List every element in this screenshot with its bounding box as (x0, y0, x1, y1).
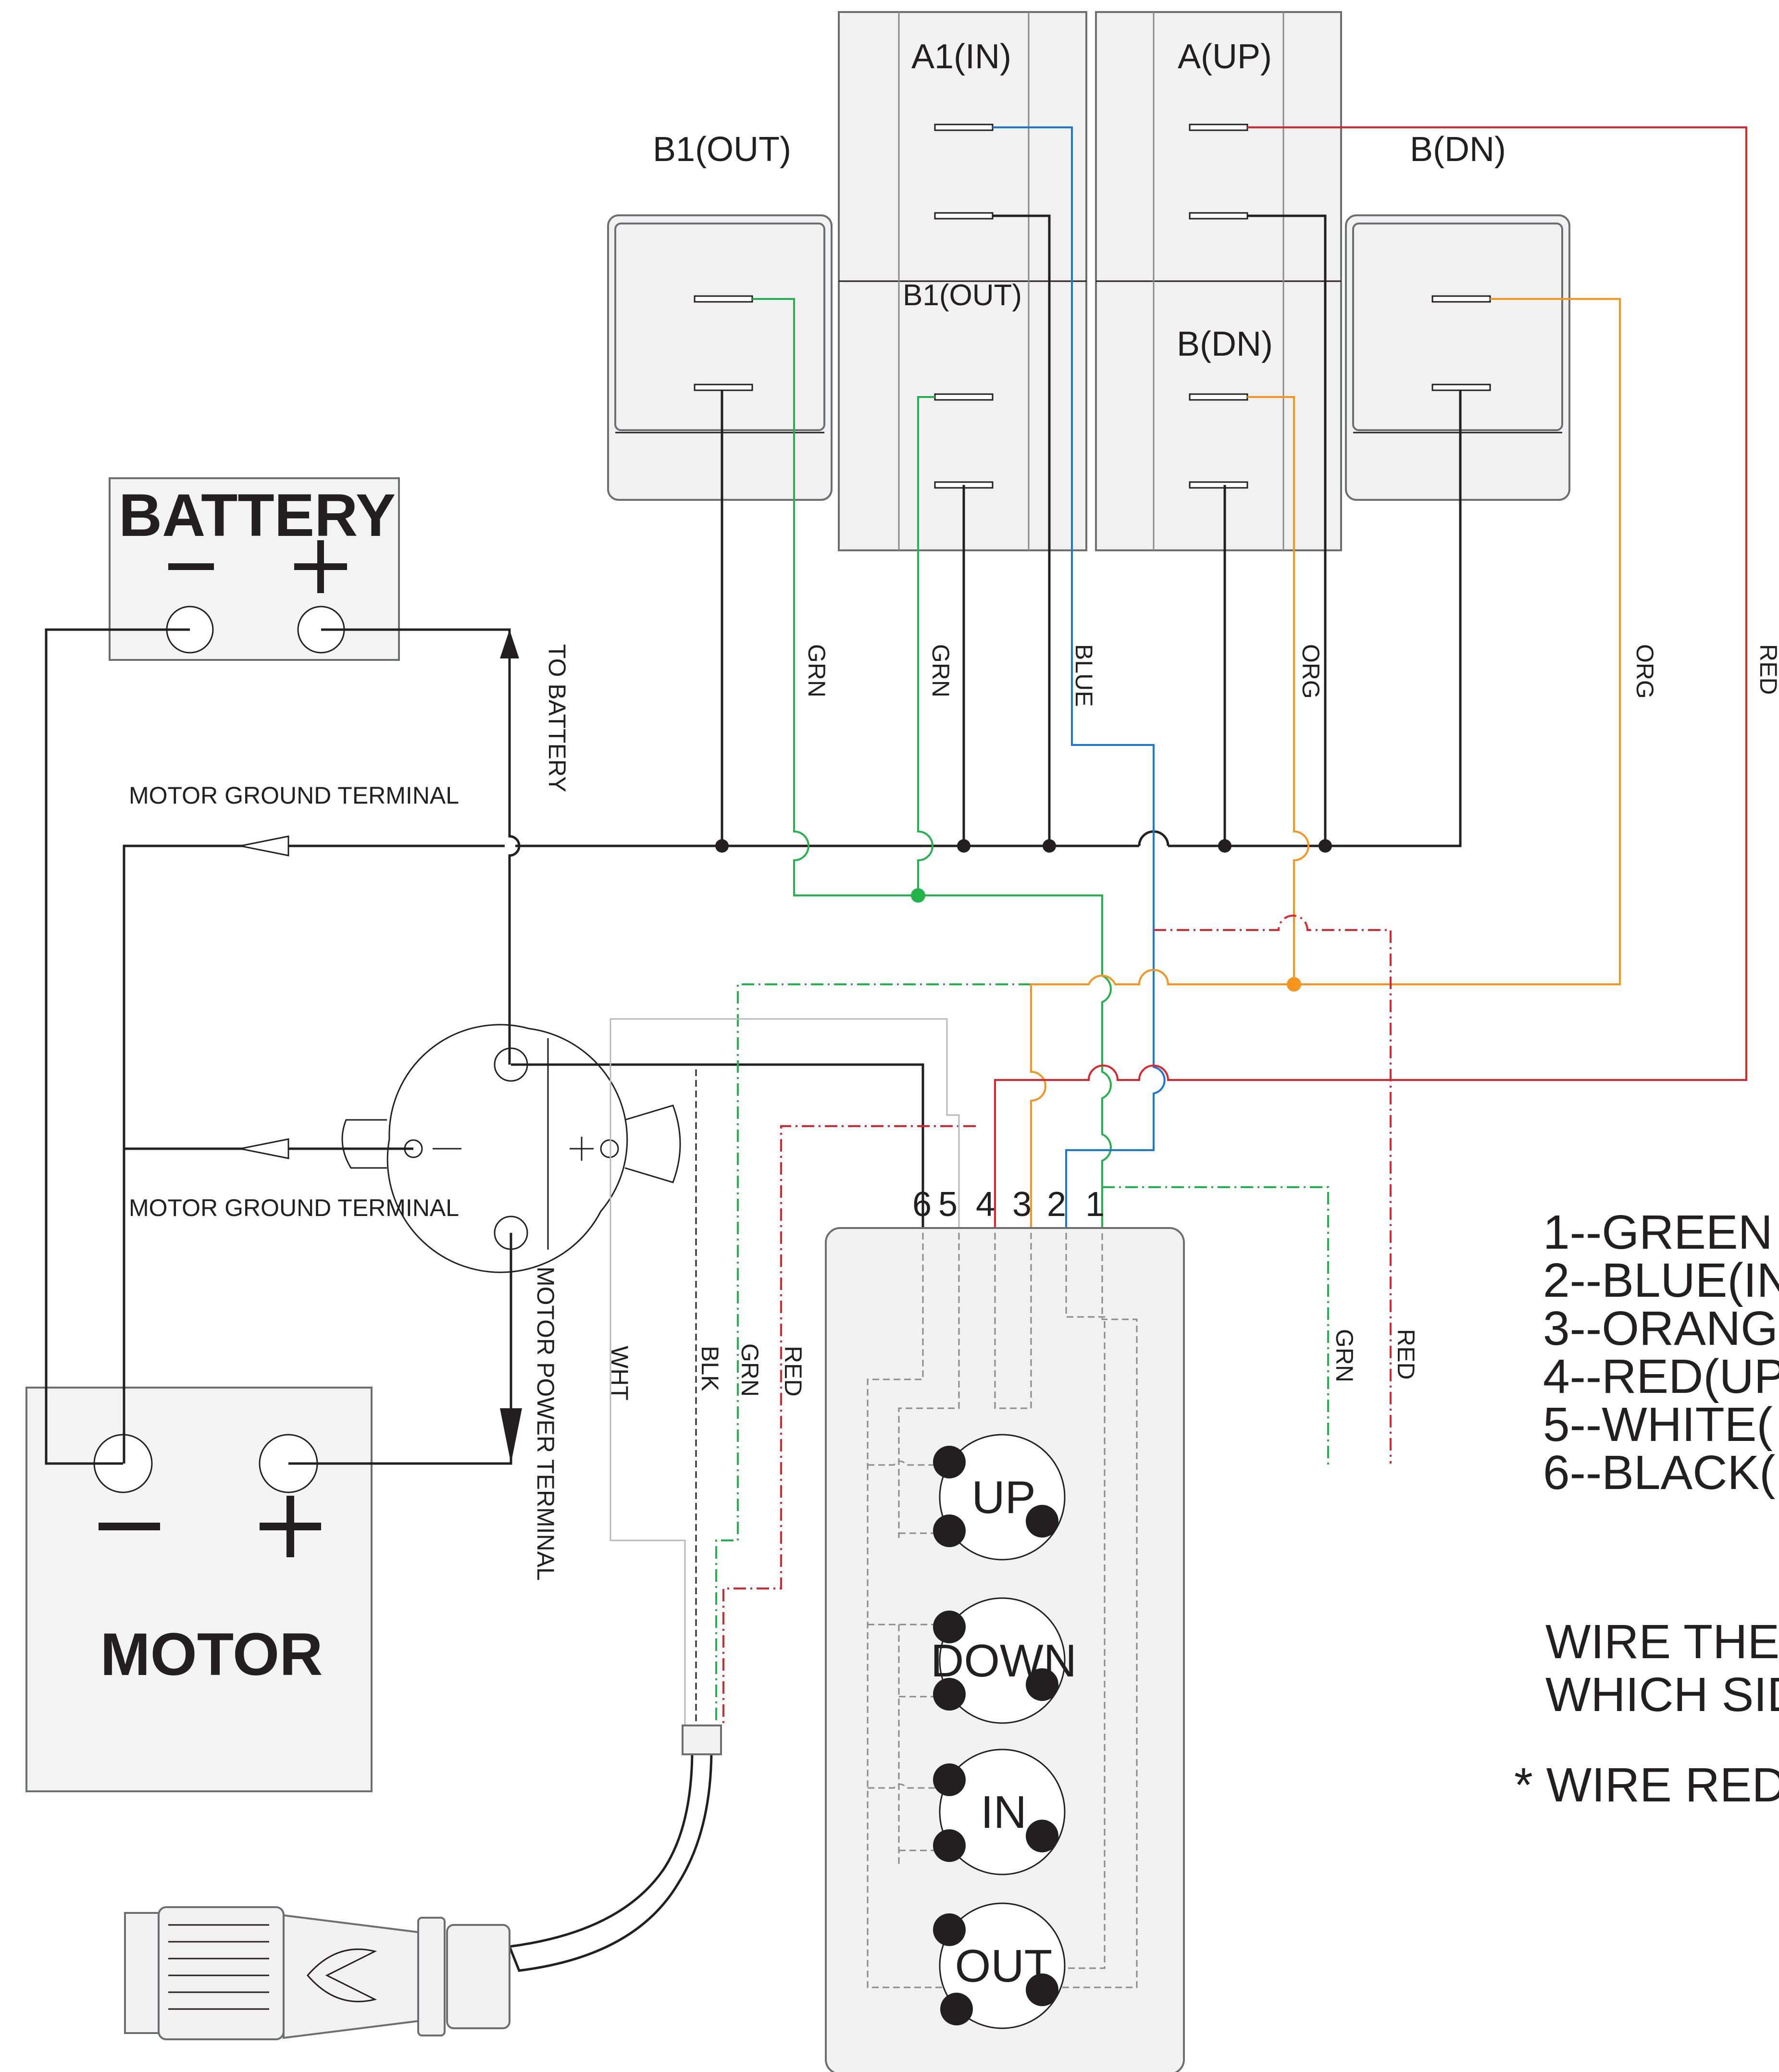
white-black-remote-wiring (508, 1018, 960, 1972)
wire-label-grn-c: GRN (736, 1343, 763, 1397)
motor-ground-terminal-label-top: MOTOR GROUND TERMINAL (129, 782, 459, 809)
relay-label-b1-out-mid: B1(OUT) (903, 279, 1022, 312)
switch-block-center-right (1095, 11, 1342, 551)
relay-label-b1-out-left: B1(OUT) (653, 130, 791, 169)
note-line-3: * WIRE RED (1514, 1758, 1779, 1812)
wire-label-org-a: ORG (1297, 644, 1324, 699)
legend-line-3: 3--ORANG (1543, 1302, 1778, 1355)
wire-color-legend: 1--GREEN 2--BLUE(IN 3--ORANG 4--RED(UP 5… (1543, 1205, 1779, 1500)
relay-label-a1-in: A1(IN) (911, 37, 1011, 76)
solenoid-coil-terminal (600, 1139, 619, 1158)
battery-plus-sign-v (317, 540, 324, 593)
orange-wiring (1030, 298, 1621, 1233)
relay-label-a-up: A(UP) (1178, 37, 1272, 76)
relay-label-b-dn-right: B(DN) (1410, 130, 1506, 169)
green-wiring (715, 298, 1329, 1725)
switch-block-left (607, 214, 833, 501)
battery: BATTERY (109, 477, 400, 661)
button-label-in: IN (981, 1787, 1027, 1838)
to-battery-label: TO BATTERY (544, 644, 571, 792)
switch-block-center-left (838, 11, 1087, 551)
motor-power-terminal-label: MOTOR POWER TERMINAL (532, 1266, 559, 1581)
wire-label-blue: BLUE (1070, 644, 1097, 707)
wire-label-org-b: ORG (1631, 644, 1658, 699)
pendant-button-up[interactable]: UP (933, 1434, 1066, 1561)
wire-label-red-top: RED (1755, 644, 1779, 695)
wire-label-grn-a: GRN (803, 644, 830, 697)
wire-label-red-c: RED (780, 1346, 807, 1397)
black-wiring (45, 214, 1462, 1465)
remote-connector-plug (124, 1906, 510, 2040)
pin-number-4: 4 (976, 1185, 995, 1224)
pin-number-5: 5 (938, 1185, 958, 1224)
red-wiring (722, 126, 1747, 1725)
motor-plus-sign-v (286, 1496, 294, 1557)
button-label-out: OUT (955, 1940, 1053, 1992)
legend-line-6: 6--BLACK( (1543, 1446, 1775, 1500)
pin-number-6: 6 (912, 1185, 932, 1224)
battery-title: BATTERY (119, 482, 396, 549)
button-label-down: DOWN (931, 1635, 1077, 1687)
solenoid (341, 1024, 681, 1273)
wire-label-grn-b: GRN (927, 644, 954, 697)
note-line-1: WIRE THE (1545, 1615, 1779, 1669)
button-label-up: UP (971, 1472, 1035, 1523)
pendant-button-down[interactable]: DOWN (931, 1597, 1077, 1724)
motor-minus-sign (99, 1523, 160, 1530)
pendant-button-out[interactable]: OUT (933, 1902, 1066, 2029)
motor-ground-terminal-label-bottom: MOTOR GROUND TERMINAL (129, 1194, 459, 1221)
pin-number-1: 1 (1085, 1185, 1105, 1224)
wiring-notes: WIRE THE WHICH SID * WIRE RED (1514, 1615, 1779, 1812)
motor: MOTOR (25, 1387, 373, 1792)
legend-line-2: 2--BLUE(IN (1543, 1253, 1779, 1307)
wire-label-red-d: RED (1393, 1329, 1419, 1380)
wire-label-grn-d: GRN (1331, 1329, 1358, 1382)
wire-label-wht: WHT (606, 1346, 633, 1401)
pin-number-2: 2 (1047, 1185, 1066, 1224)
legend-line-4: 4--RED(UP (1543, 1350, 1779, 1403)
pendant-button-in[interactable]: IN (933, 1749, 1066, 1875)
legend-line-1: 1--GREEN (1543, 1205, 1773, 1259)
wire-label-blk: BLK (697, 1346, 723, 1391)
blue-wiring (993, 126, 1166, 1233)
pin-number-3: 3 (1012, 1185, 1032, 1224)
motor-title: MOTOR (100, 1621, 323, 1688)
battery-minus-sign (168, 563, 214, 570)
switch-block-right (1345, 214, 1570, 501)
note-line-2: WHICH SID (1545, 1668, 1779, 1722)
legend-line-5: 5--WHITE( (1543, 1398, 1773, 1452)
relay-label-b-dn-mid: B(DN) (1177, 325, 1273, 363)
